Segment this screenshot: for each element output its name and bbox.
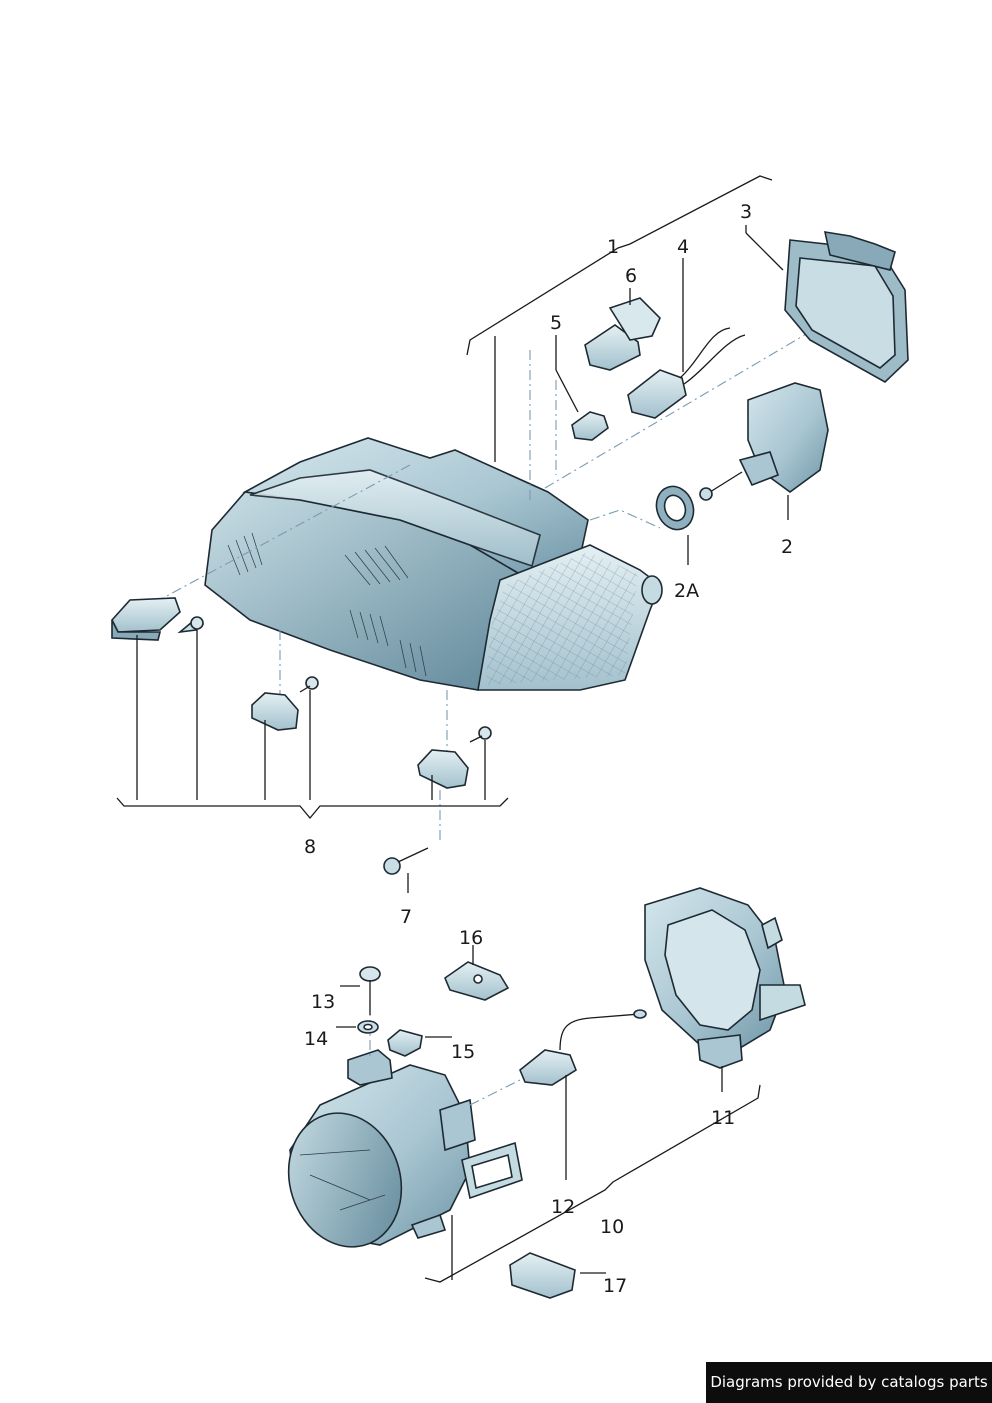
screw-13 bbox=[340, 966, 381, 1015]
screw-right bbox=[469, 726, 492, 743]
callout-11: 11 bbox=[711, 1107, 735, 1129]
callout-3: 3 bbox=[740, 201, 752, 223]
clip-nut-15 bbox=[387, 1029, 452, 1057]
callout-4: 4 bbox=[677, 236, 689, 258]
fog-lamp-housing-10 bbox=[287, 1000, 523, 1248]
callout-6: 6 bbox=[625, 265, 637, 287]
callout-13: 13 bbox=[311, 991, 335, 1013]
bulb-5 bbox=[555, 335, 609, 441]
callout-2: 2 bbox=[781, 536, 793, 558]
screw-left bbox=[177, 616, 205, 634]
callout-12: 12 bbox=[551, 1196, 575, 1218]
bracket-clip-left bbox=[111, 597, 181, 641]
bracket-clip-mid bbox=[251, 692, 299, 731]
washer-14 bbox=[336, 1020, 379, 1034]
callout-8: 8 bbox=[304, 836, 316, 858]
bulb-holder-4 bbox=[627, 258, 746, 419]
fog-bulb-12 bbox=[519, 1009, 647, 1180]
callout-16: 16 bbox=[459, 927, 483, 949]
callout-7: 7 bbox=[400, 906, 412, 928]
group-bracket-8 bbox=[116, 630, 509, 820]
gasket-3 bbox=[745, 225, 909, 383]
screw-mid bbox=[299, 676, 319, 693]
credit-banner: Diagrams provided by catalogs parts bbox=[706, 1362, 992, 1403]
clip-nut-16 bbox=[444, 945, 510, 1001]
fog-cover-11 bbox=[644, 887, 806, 1092]
screw-7 bbox=[383, 847, 429, 893]
callout-15: 15 bbox=[451, 1041, 475, 1063]
ring-2A bbox=[655, 485, 695, 565]
bracket-clip-right bbox=[417, 749, 469, 789]
group-bracket-1 bbox=[466, 175, 773, 462]
callout-1: 1 bbox=[607, 236, 619, 258]
actuator-2 bbox=[699, 382, 829, 520]
callout-14: 14 bbox=[304, 1028, 328, 1050]
clip-17 bbox=[509, 1252, 606, 1299]
callout-5: 5 bbox=[550, 312, 562, 334]
group-bracket-10 bbox=[424, 1084, 761, 1283]
callout-10: 10 bbox=[600, 1216, 624, 1238]
bulb-6 bbox=[584, 288, 661, 371]
headlamp-housing bbox=[149, 319, 831, 840]
callout-17: 17 bbox=[603, 1275, 627, 1297]
callout-2A: 2A bbox=[674, 580, 699, 602]
